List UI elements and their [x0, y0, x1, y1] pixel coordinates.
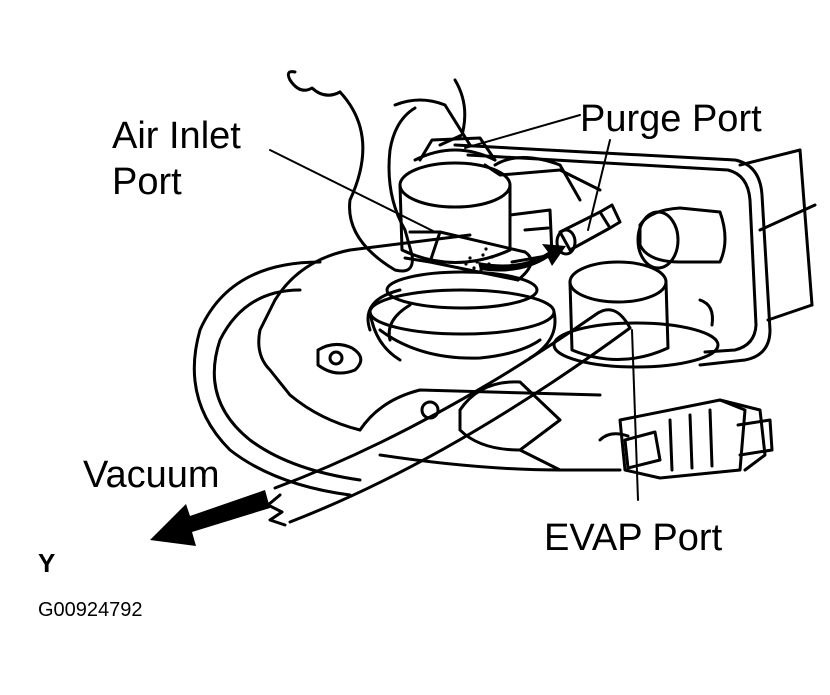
looping-hose	[192, 260, 412, 497]
figure-id: G00924792	[38, 599, 143, 621]
lower-housing	[358, 380, 622, 472]
air-inlet-port-label-line1: Air Inlet	[112, 115, 241, 157]
leader-lines	[269, 114, 639, 501]
purge-port-label: Purge Port	[580, 98, 762, 140]
second-valve	[552, 260, 720, 369]
flow-arrow	[478, 244, 566, 272]
air-inlet-port-label-line2: Port	[112, 161, 182, 203]
vacuum-hose	[266, 308, 632, 527]
purge-port-nipple	[555, 203, 622, 256]
hand-illustration	[286, 70, 472, 273]
canister-body	[453, 143, 817, 367]
vsv-upper	[398, 136, 602, 264]
vacuum-arrow	[150, 490, 270, 546]
vacuum-label: Vacuum	[83, 454, 220, 496]
evap-port-label: EVAP Port	[544, 517, 723, 559]
connector-cap	[636, 206, 727, 270]
view-letter: Y	[38, 548, 56, 578]
evap-connector	[598, 398, 774, 480]
